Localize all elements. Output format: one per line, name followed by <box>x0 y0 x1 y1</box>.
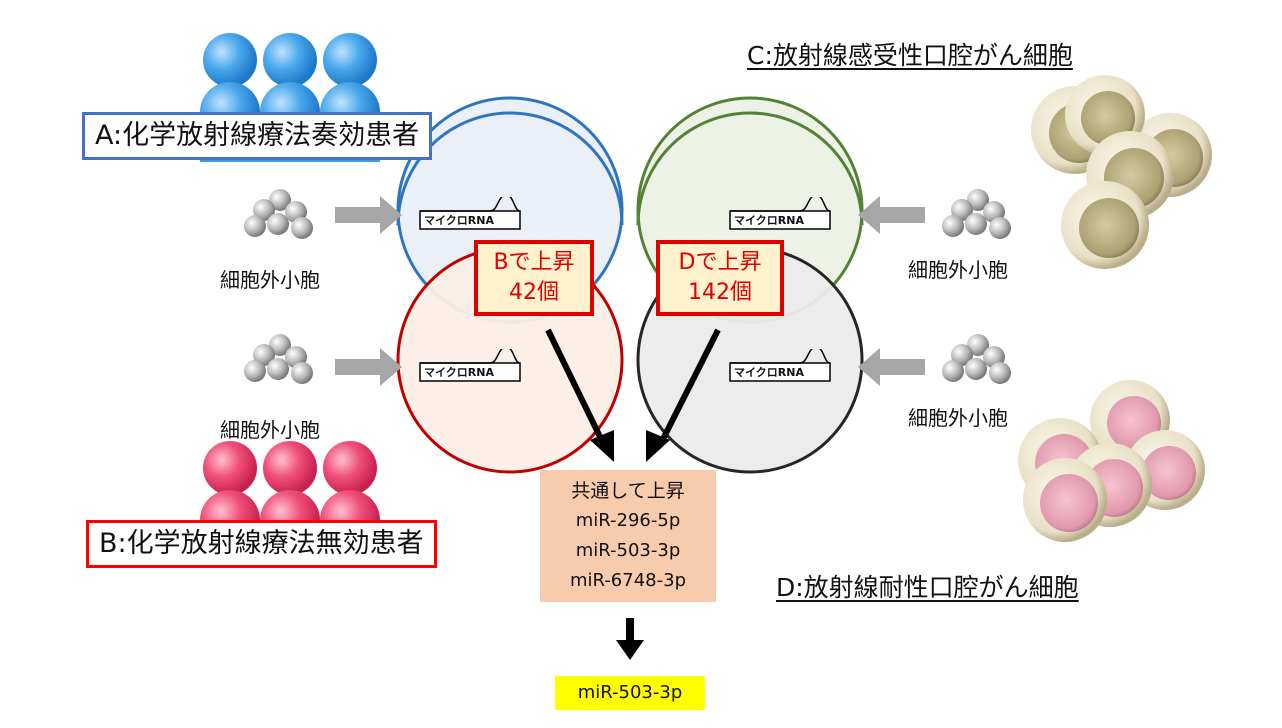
cancer-cells-d <box>1018 380 1205 542</box>
vesicle-cluster-c <box>942 189 1011 239</box>
common-item: miR-6748-3p <box>570 570 686 591</box>
ev-label-d: 細胞外小胞 <box>908 406 1008 430</box>
label-b: B:化学放射線療法無効患者 <box>86 520 437 568</box>
common-item: miR-503-3p <box>575 540 681 561</box>
vesicle-cluster-a <box>244 189 313 239</box>
upregulated-d-title: Dで上昇 <box>678 250 762 275</box>
upregulated-d-box: Dで上昇 142個 <box>656 240 784 316</box>
upregulated-b-box: Bで上昇 42個 <box>474 240 594 316</box>
cancer-cells-c <box>1031 75 1212 269</box>
ev-label-a: 細胞外小胞 <box>220 268 320 292</box>
upregulated-b-count: 42個 <box>509 280 559 305</box>
upregulated-b-title: Bで上昇 <box>493 250 575 275</box>
upregulated-d-count: 142個 <box>688 280 752 305</box>
mirna-label: マイクロRNA <box>424 214 494 227</box>
label-a: A:化学放射線療法奏効患者 <box>82 112 433 160</box>
gray-arrows <box>335 196 925 386</box>
mirna-label: マイクロRNA <box>734 214 804 227</box>
arrow-to-common <box>545 328 721 462</box>
label-c: C:放射線感受性口腔がん細胞 <box>747 41 1073 70</box>
common-title: 共通して上昇 <box>571 480 685 502</box>
mirna-marker-d: マイクロRNA <box>728 346 832 383</box>
ev-label-c: 細胞外小胞 <box>908 258 1008 282</box>
label-d: D:放射線耐性口腔がん細胞 <box>776 573 1079 602</box>
vesicle-cluster-b <box>244 334 313 384</box>
common-item: miR-296-5p <box>575 510 681 531</box>
ev-label-b: 細胞外小胞 <box>220 418 320 442</box>
final-mirna-box: miR-503-3p <box>555 676 705 710</box>
mirna-marker-a: マイクロRNA <box>418 194 522 231</box>
mirna-marker-b: マイクロRNA <box>418 346 522 383</box>
mirna-marker-c: マイクロRNA <box>728 194 832 231</box>
vesicle-cluster-d <box>942 334 1011 384</box>
mirna-label: マイクロRNA <box>734 366 804 379</box>
mirna-label: マイクロRNA <box>424 366 494 379</box>
arrow-to-final <box>616 618 644 660</box>
common-upregulated-box: 共通して上昇 miR-296-5p miR-503-3p miR-6748-3p <box>540 470 716 602</box>
